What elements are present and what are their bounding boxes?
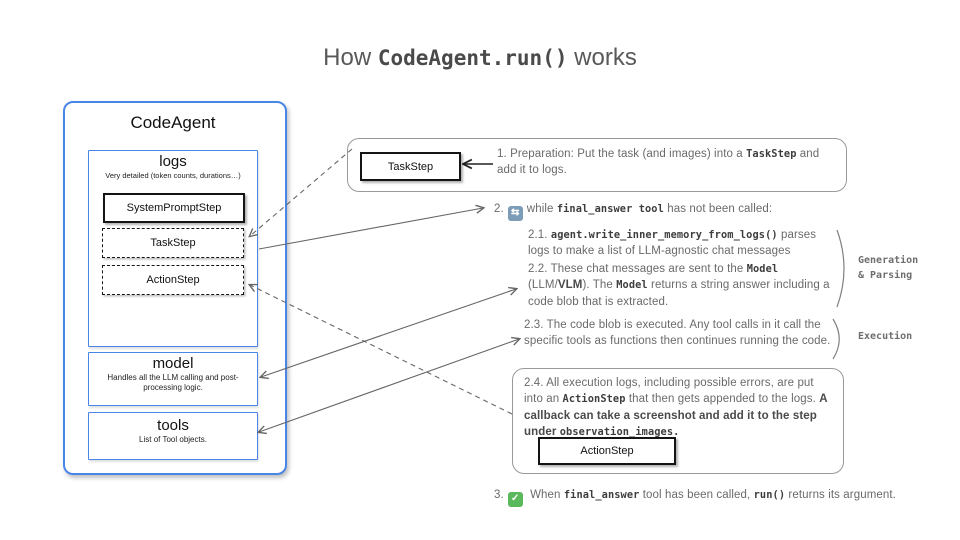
step22-t2: (LLM/	[528, 279, 558, 292]
step1-post: and add it to logs.	[497, 148, 820, 177]
step22-t4: returns a string answer including a code…	[528, 279, 830, 308]
arrow-tools-step23	[259, 339, 519, 432]
step3-t1: When	[526, 489, 564, 501]
systempromptstep-chip: SystemPromptStep	[103, 193, 245, 223]
title-code: CodeAgent.run()	[377, 46, 568, 70]
taskstep-chip-step1: TaskStep	[360, 152, 461, 181]
model-box: model Handles all the LLM calling and po…	[88, 352, 258, 406]
step1-pre: 1. Preparation: Put the task (and images…	[497, 148, 747, 160]
arrow-model-step22	[261, 289, 516, 377]
step24-t2: that then gets appended to the logs.	[625, 393, 820, 406]
step2-num: 2.	[494, 203, 504, 215]
step3-t2: tool has been called,	[639, 489, 754, 501]
step24-t1: 2.4. All execution logs, including possi…	[524, 377, 814, 406]
taskstep-chip-logs: TaskStep	[102, 228, 244, 258]
step21-text: 2.1. agent.write_inner_memory_from_logs(…	[528, 227, 840, 260]
step21-code: agent.write_inner_memory_from_logs()	[550, 229, 778, 241]
arrow-logs-to-step2	[258, 208, 483, 250]
tools-subtitle: List of Tool objects.	[139, 435, 207, 444]
model-title: model	[152, 355, 194, 372]
step24-code-observation: observation_images.	[559, 425, 680, 438]
actionstep-chip-logs: ActionStep	[102, 265, 244, 295]
step24-chip-label: ActionStep	[580, 445, 634, 457]
page-title: How CodeAgent.run() works	[0, 44, 960, 72]
step2-code: final_answer tool	[556, 203, 664, 215]
step23-text: 2.3. The code blob is executed. Any tool…	[524, 319, 831, 348]
step24-code-actionstep: ActionStep	[562, 393, 626, 406]
step3-code-run: run()	[753, 489, 786, 501]
model-subtitle: Handles all the LLM calling and post-pro…	[107, 373, 239, 392]
step24-bold-callback: A callback can take a screenshot and add…	[524, 393, 828, 438]
step21-pre: 2.1.	[528, 229, 551, 241]
step22-t1: 2.2. These chat messages are sent to the	[528, 263, 747, 275]
step22-text: 2.2. These chat messages are sent to the…	[528, 261, 840, 310]
step22-code-model1: Model	[746, 263, 779, 275]
step2-text: 2.⇆while final_answer tool has not been …	[494, 201, 914, 221]
step3-code-finalanswer: final_answer	[563, 489, 640, 501]
step2-pre: while	[526, 203, 557, 215]
logs-subtitle: Very detailed (token counts, durations…)	[105, 171, 241, 180]
arrow-step24-to-actionstep	[250, 285, 513, 415]
systemprompt-label: SystemPromptStep	[126, 202, 222, 214]
step21-post: parses logs to make a list of LLM-agnost…	[528, 229, 817, 258]
step1-code: TaskStep	[746, 148, 797, 160]
step24-text: 2.4. All execution logs, including possi…	[524, 375, 832, 440]
logs-title: logs	[159, 153, 187, 170]
codeagent-title: CodeAgent	[130, 113, 216, 132]
step22-t3: ). The	[582, 279, 617, 292]
tools-title: tools	[157, 417, 189, 434]
title-pre: How	[323, 44, 378, 71]
step1-chip-label: TaskStep	[387, 160, 434, 173]
taskstep-label: TaskStep	[150, 237, 196, 249]
step3-num: 3.	[494, 489, 504, 501]
step3-text: 3.✓ When final_answer tool has been call…	[494, 487, 934, 507]
step3-t3: returns its argument.	[785, 489, 896, 501]
step2-post: has not been called:	[663, 203, 773, 215]
step22-bold-vlm: VLM	[557, 279, 583, 292]
actionstep-label: ActionStep	[146, 274, 200, 286]
actionstep-chip-step24: ActionStep	[538, 437, 676, 465]
checkmark-icon: ✓	[507, 491, 523, 507]
step1-text: 1. Preparation: Put the task (and images…	[497, 146, 842, 179]
step22-code-model2: Model	[616, 279, 648, 292]
generation-parsing-label: Generation & Parsing	[858, 255, 919, 281]
tools-box: tools List of Tool objects.	[88, 412, 258, 460]
execution-label: Execution	[858, 331, 913, 342]
loop-arrows-icon: ⇆	[507, 205, 523, 221]
title-post: works	[567, 44, 637, 71]
